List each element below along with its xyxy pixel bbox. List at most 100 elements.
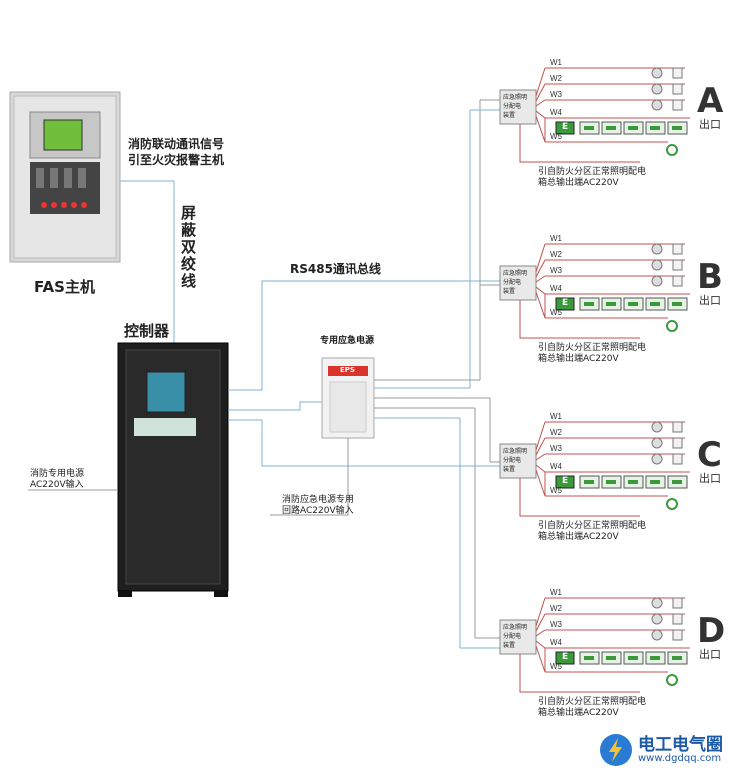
arrow-icon bbox=[584, 480, 594, 484]
wire-label: W2 bbox=[550, 74, 562, 83]
exit-sign-e-label: E bbox=[562, 652, 569, 662]
wire-link bbox=[535, 99, 546, 107]
wire-link bbox=[535, 469, 546, 497]
arrow-icon bbox=[606, 302, 616, 306]
lamp-box-icon bbox=[672, 259, 683, 271]
lamp-icon bbox=[651, 453, 663, 465]
distribution-box-label: 应急照明 bbox=[503, 624, 528, 631]
arrow-icon bbox=[606, 480, 616, 484]
wire-link bbox=[535, 613, 546, 632]
eps-badge: EPS bbox=[340, 366, 355, 374]
distribution-box-label: 分配电 bbox=[503, 103, 522, 110]
wire-label: W3 bbox=[550, 444, 562, 453]
exit-sign-e-label: E bbox=[562, 476, 569, 486]
arrow-icon bbox=[672, 480, 682, 484]
distribution-box-label: 分配电 bbox=[503, 457, 522, 464]
distribution-box-label: 装置 bbox=[503, 642, 516, 649]
arrow-icon bbox=[672, 656, 682, 660]
normal-power-note-line1: 引自防火分区正常照明配电 bbox=[538, 167, 647, 177]
wire-link bbox=[535, 115, 546, 143]
zones-layer bbox=[499, 67, 690, 693]
lamp-icon bbox=[651, 597, 663, 609]
wire-label: W5 bbox=[550, 662, 562, 671]
wire-label: W1 bbox=[550, 412, 562, 421]
refresh-icon bbox=[666, 498, 678, 510]
wire-label: W5 bbox=[550, 132, 562, 141]
wire-label: W3 bbox=[550, 266, 562, 275]
distribution-box-label: 应急照明 bbox=[503, 94, 528, 101]
normal-power-note-line2: 箱总输出端AC220V bbox=[538, 708, 619, 718]
wire-link bbox=[535, 453, 546, 461]
fas-signal-label-line2: 引至火灾报警主机 bbox=[128, 153, 225, 167]
exit-letter: D bbox=[697, 611, 726, 651]
lamp-box-icon bbox=[672, 421, 683, 433]
lamp-box-icon bbox=[672, 597, 683, 609]
lamp-box-icon bbox=[672, 275, 683, 287]
refresh-icon bbox=[666, 320, 678, 332]
wire-label: W4 bbox=[550, 108, 562, 117]
normal-power-line bbox=[519, 300, 640, 339]
exit-sign-e-label: E bbox=[562, 298, 569, 308]
distribution-box-label: 分配电 bbox=[503, 633, 522, 640]
watermark: 电工电气圈 www.dgdqq.com bbox=[598, 728, 738, 772]
lamp-icon bbox=[651, 67, 663, 79]
wire-label: W1 bbox=[550, 588, 562, 597]
lamp-box-icon bbox=[672, 99, 683, 111]
wire-link bbox=[535, 640, 546, 649]
wire-label: W2 bbox=[550, 428, 562, 437]
wire-label: W1 bbox=[550, 58, 562, 67]
controller-label: 控制器 bbox=[124, 322, 170, 340]
distribution-box-label: 装置 bbox=[503, 288, 516, 295]
normal-power-note-line1: 引自防火分区正常照明配电 bbox=[538, 521, 647, 531]
distribution-box bbox=[499, 619, 537, 655]
wire-link bbox=[535, 275, 546, 283]
wire-link bbox=[535, 597, 546, 627]
eps-title-label: 专用应急电源 bbox=[320, 336, 375, 346]
arrow-icon bbox=[584, 656, 594, 660]
arrow-icon bbox=[628, 126, 638, 130]
wire-label: W1 bbox=[550, 234, 562, 243]
normal-power-line bbox=[519, 478, 640, 517]
exit-sub-label: 出口 bbox=[699, 118, 721, 131]
watermark-url: www.dgdqq.com bbox=[638, 753, 722, 764]
lamp-box-icon bbox=[672, 243, 683, 255]
exit-sub-label: 出口 bbox=[699, 648, 721, 661]
distribution-box bbox=[499, 443, 537, 479]
rs485-label: RS485通讯总线 bbox=[290, 262, 381, 276]
lamp-icon bbox=[651, 275, 663, 287]
exit-sub-label: 出口 bbox=[699, 472, 721, 485]
distribution-box-label: 装置 bbox=[503, 466, 516, 473]
wire-link bbox=[535, 421, 546, 451]
shield-twisted-label: 屏蔽双绞线 bbox=[179, 205, 197, 290]
wire-link bbox=[535, 259, 546, 278]
wire-link bbox=[535, 83, 546, 102]
exit-sub-label: 出口 bbox=[699, 294, 721, 307]
lamp-box-icon bbox=[672, 437, 683, 449]
exit-sign-e bbox=[555, 475, 575, 489]
exit-letter: A bbox=[697, 81, 724, 121]
fas-host-label: FAS主机 bbox=[34, 278, 95, 296]
lamp-icon bbox=[651, 259, 663, 271]
wire-link bbox=[535, 645, 546, 673]
controller-cabinet bbox=[117, 342, 229, 597]
lamp-icon bbox=[651, 83, 663, 95]
exit-sign-e bbox=[555, 651, 575, 665]
lamp-box-icon bbox=[672, 67, 683, 79]
wire-link bbox=[535, 243, 546, 273]
lightning-icon bbox=[600, 734, 632, 766]
wire-link bbox=[535, 437, 546, 456]
emergency-input-line2: 回路AC220V输入 bbox=[282, 506, 354, 516]
arrow-icon bbox=[606, 126, 616, 130]
lamp-box-icon bbox=[672, 453, 683, 465]
wire-label: W4 bbox=[550, 638, 562, 647]
wire-label: W5 bbox=[550, 486, 562, 495]
normal-power-note-line2: 箱总输出端AC220V bbox=[538, 354, 619, 364]
lamp-box-icon bbox=[672, 629, 683, 641]
lamp-icon bbox=[651, 437, 663, 449]
wire-label: W4 bbox=[550, 284, 562, 293]
distribution-box-label: 分配电 bbox=[503, 279, 522, 286]
exit-letter: B bbox=[697, 257, 723, 297]
lamp-box-icon bbox=[672, 613, 683, 625]
arrow-icon bbox=[650, 302, 660, 306]
